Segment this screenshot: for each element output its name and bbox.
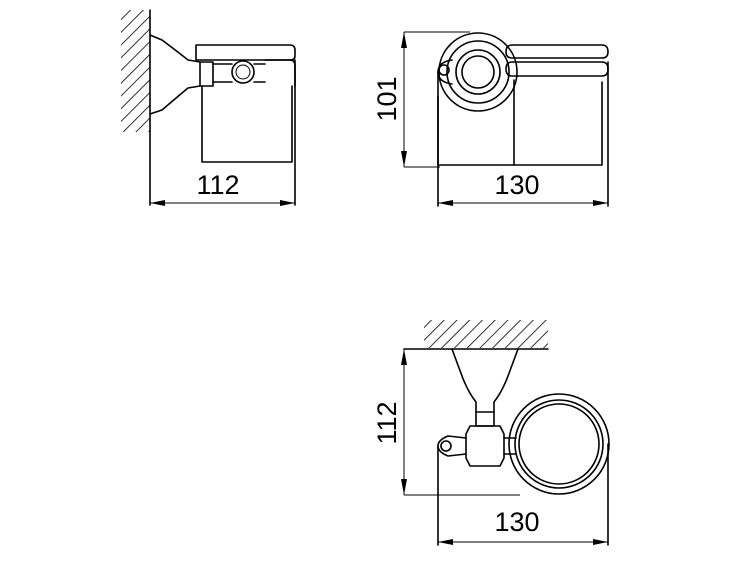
top-knob (465, 425, 505, 467)
wall-hatch-left (121, 10, 150, 132)
side-height-dim: 101 (372, 76, 402, 121)
holder-arm (199, 61, 214, 87)
side-knob (461, 55, 495, 89)
side-width-dim: 130 (494, 170, 539, 200)
side-body (437, 81, 603, 166)
front-width-dim: 112 (196, 170, 239, 200)
tumbler-ring-outer (508, 393, 610, 495)
side-rim (505, 44, 609, 59)
top-flange (451, 348, 519, 413)
top-width-dim: 130 (494, 507, 539, 537)
top-view: 112 130 (372, 320, 610, 546)
front-view: 112 (121, 9, 296, 206)
wall-hatch-top (424, 320, 548, 348)
top-height-dim: 112 (372, 401, 402, 444)
tumbler-body (201, 85, 293, 163)
side-view: 101 130 (372, 31, 609, 207)
side-flange-outer (438, 32, 518, 112)
holder-knob (231, 60, 255, 84)
wall-flange (149, 34, 201, 115)
tumbler-rim (195, 44, 296, 61)
